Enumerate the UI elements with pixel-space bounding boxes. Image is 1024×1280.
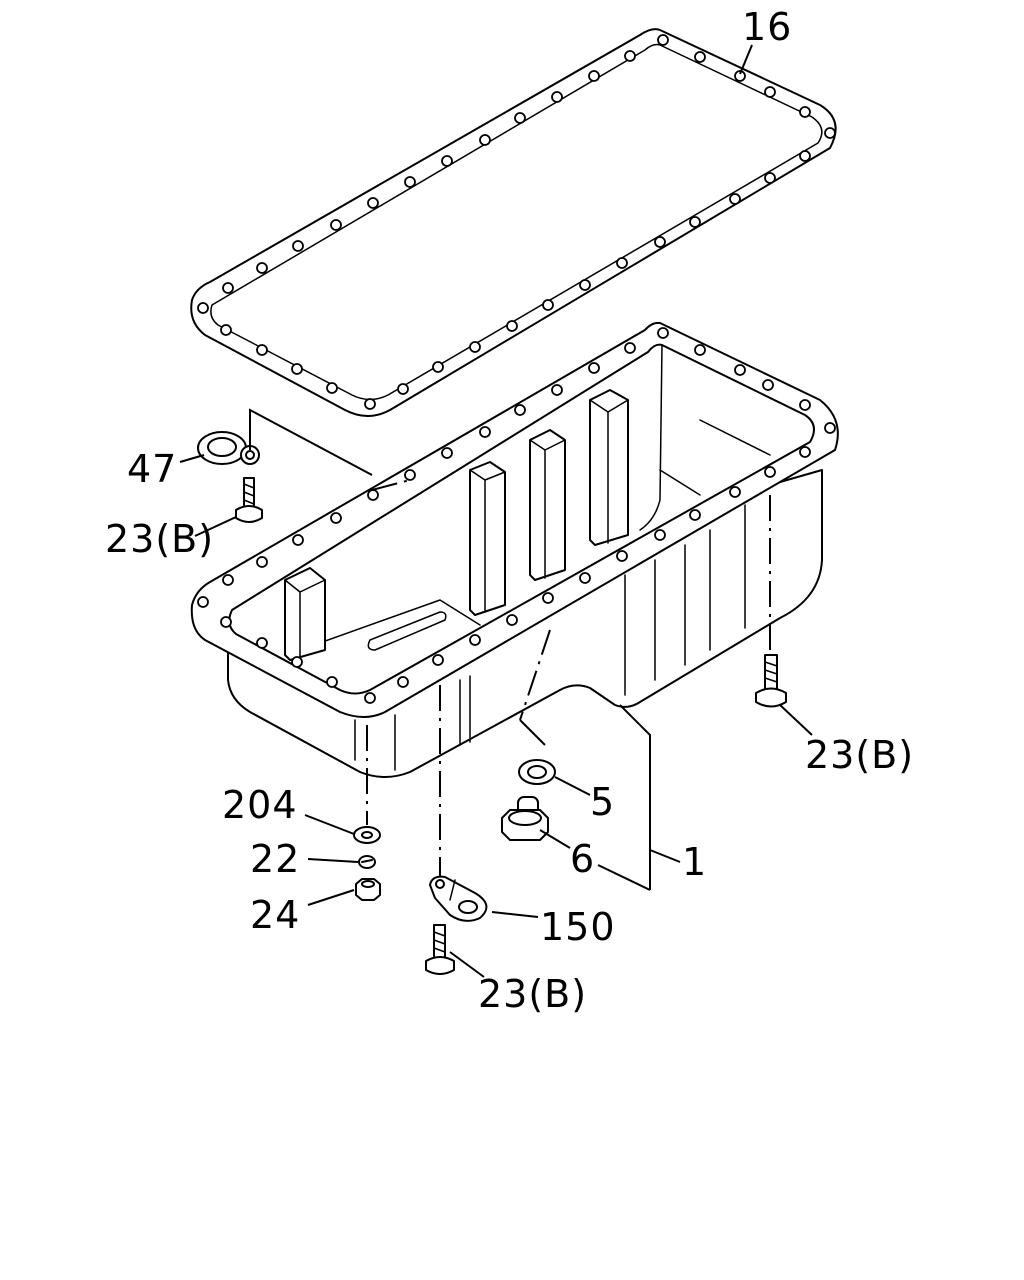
callout-5: 5 — [590, 780, 615, 824]
callout-16: 16 — [742, 5, 792, 49]
oil-pan — [190, 321, 839, 778]
oil-pan-gasket — [190, 28, 837, 417]
leader-1 — [619, 704, 681, 890]
callout-6: 6 — [570, 837, 595, 881]
leader-150 — [491, 911, 539, 918]
callout-22: 22 — [250, 837, 300, 881]
bolt-bottom — [425, 924, 455, 975]
leader-23b-right — [779, 704, 813, 736]
leader-24 — [307, 889, 355, 906]
leader-16 — [739, 44, 753, 75]
bracket-150 — [429, 875, 488, 922]
seal-ring — [197, 431, 260, 465]
callout-23b-bottom: 23(B) — [478, 972, 587, 1016]
seal-centerline — [371, 479, 411, 491]
drain-offset-line — [519, 719, 546, 746]
callout-1: 1 — [682, 840, 707, 884]
callout-47: 47 — [127, 447, 177, 491]
bolt-top-left — [235, 477, 263, 523]
washer-204 — [353, 826, 381, 844]
callout-23b-top-left: 23(B) — [105, 517, 214, 561]
leader-204 — [304, 814, 355, 835]
leader-5 — [554, 776, 591, 796]
drain-plug-washer — [518, 759, 556, 785]
callout-23b-right: 23(B) — [805, 733, 914, 777]
drain-plug — [501, 796, 549, 841]
gasket-bolt-holes — [197, 34, 836, 410]
callout-150: 150 — [540, 905, 616, 949]
pan-flange-bolt-holes — [197, 327, 836, 704]
seal-location-line — [249, 408, 373, 476]
leader-6 — [539, 829, 571, 849]
leader-22 — [307, 858, 359, 863]
callout-204: 204 — [222, 783, 298, 827]
lock-washer-22 — [358, 855, 376, 869]
leader-23b-top-left — [194, 516, 237, 537]
drain-centerline — [519, 629, 551, 721]
leader-23b-bottom — [449, 951, 485, 978]
bolt-right — [755, 495, 787, 708]
nut-24 — [355, 878, 381, 901]
leader-6-to-1 — [597, 864, 651, 891]
leader-47 — [179, 454, 205, 463]
callout-24: 24 — [250, 893, 300, 937]
